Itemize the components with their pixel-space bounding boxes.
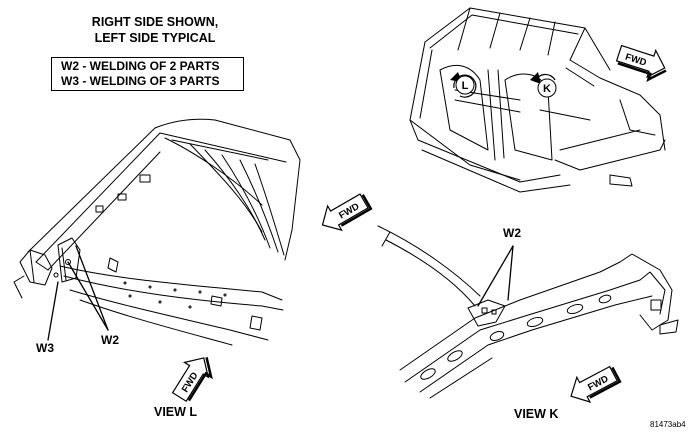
title-line-2: LEFT SIDE TYPICAL — [94, 31, 216, 45]
view-k-marker: K — [530, 72, 557, 98]
legend-w3: W3 - WELDING OF 3 PARTS — [61, 74, 220, 88]
marker-k-letter: K — [543, 83, 551, 95]
diagram-title: RIGHT SIDE SHOWN, LEFT SIDE TYPICAL — [60, 14, 250, 46]
weld-legend-box: W2 - WELDING OF 2 PARTS W3 - WELDING OF … — [51, 57, 244, 91]
view-k-rail-illustration — [377, 225, 679, 399]
vehicle-body-overview — [409, 7, 666, 193]
view-k-leader-lines — [477, 245, 514, 307]
fwd-arrow-view-l: FWD — [171, 357, 213, 403]
view-l-leader-lines — [47, 245, 109, 341]
view-k-title: VIEW K — [514, 407, 559, 421]
figure-id: 81473ab4 — [650, 420, 686, 429]
fwd-arrow-middle: FWD — [321, 193, 373, 232]
view-l-title: VIEW L — [154, 405, 198, 419]
legend-w2: W2 - WELDING OF 2 PARTS — [61, 59, 220, 73]
fwd-arrow-overview: FWD — [615, 44, 667, 83]
view-l-roof-illustration — [13, 118, 301, 346]
fwd-arrow-view-k: FWD — [570, 365, 622, 403]
view-l-marker: L — [450, 72, 477, 98]
callout-w3-view-l: W3 — [36, 341, 54, 355]
marker-l-letter: L — [462, 80, 469, 92]
callout-w2-view-k: W2 — [503, 226, 521, 240]
title-line-1: RIGHT SIDE SHOWN, — [91, 15, 219, 29]
callout-w2-view-l: W2 — [101, 333, 119, 347]
